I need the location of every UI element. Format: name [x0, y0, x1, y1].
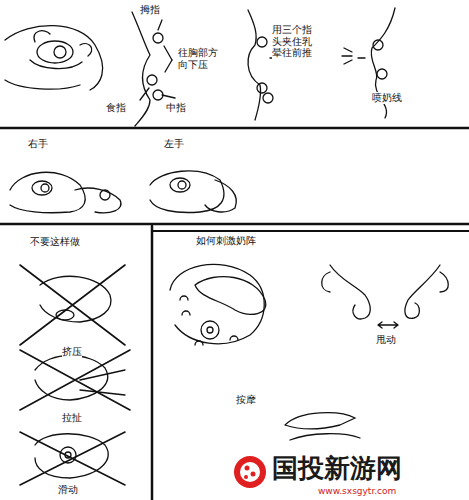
instruction-note: 往胸部方向下压: [178, 47, 224, 70]
finger-label: 拇指: [140, 4, 160, 16]
part-label: 喷奶线: [372, 92, 402, 104]
hand-label: 左手: [164, 138, 184, 150]
panel-heading: 如何刺激奶阵: [196, 235, 256, 247]
action-label: 拉扯: [62, 412, 82, 424]
panel-heading: 不要这样做: [30, 236, 80, 248]
action-label: 按摩: [236, 394, 256, 406]
finger-label: 食指: [106, 102, 126, 114]
instruction-note: 用三个指头夹住乳晕往前推: [272, 24, 318, 59]
watermark: 国投新游网: [272, 454, 402, 484]
hand-label: 右手: [28, 138, 48, 150]
action-label: 挤压: [62, 346, 82, 358]
action-label: 滑动: [58, 484, 78, 496]
watermark-url: www.sxsgytr.com: [318, 486, 396, 496]
action-label: 甩动: [376, 334, 396, 346]
finger-label: 中指: [166, 102, 186, 114]
